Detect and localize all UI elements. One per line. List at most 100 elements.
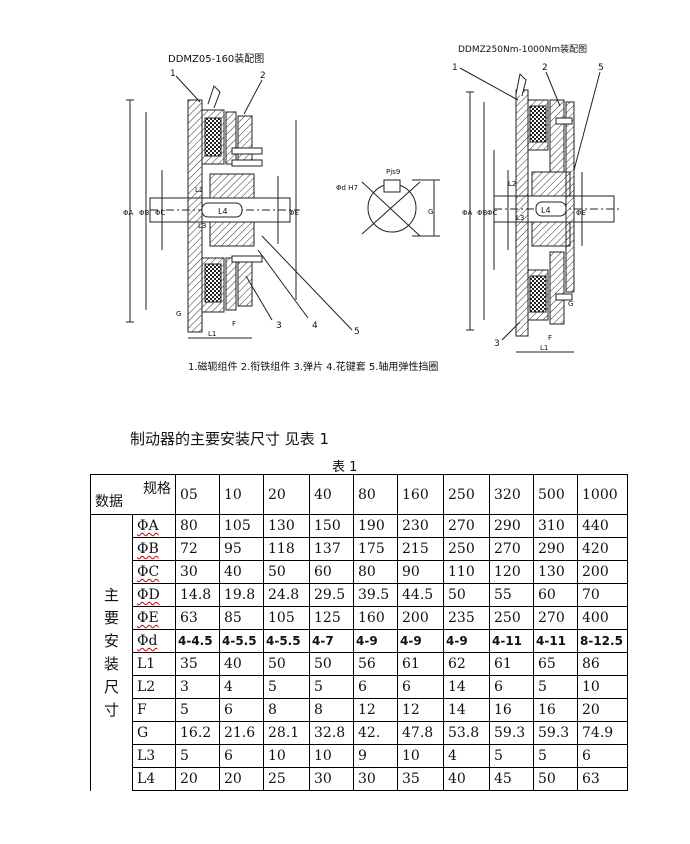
table-cell: 200 — [397, 606, 444, 630]
table-cell: 40 — [219, 652, 264, 676]
dimension-label-text: L1 — [137, 656, 156, 672]
table-cell: 12 — [397, 698, 444, 722]
table-cell: 310 — [533, 514, 578, 538]
table-cell: 5 — [263, 675, 310, 699]
table-cell: 6 — [577, 744, 628, 768]
table-cell: 4-9 — [353, 629, 398, 653]
table-cell: 70 — [577, 583, 628, 607]
table-cell: 74.9 — [577, 721, 628, 745]
table-cell: 110 — [443, 560, 490, 584]
dimension-label: ΦE — [132, 606, 176, 630]
table-cell: 400 — [577, 606, 628, 630]
table-cell: 10 — [577, 675, 628, 699]
dimension-label: L3 — [132, 744, 176, 768]
table-cell: 10 — [263, 744, 310, 768]
part-number-3-right: 3 — [494, 339, 500, 349]
table-cell: 4-5.5 — [263, 629, 310, 653]
spec-header: 160 — [397, 474, 444, 515]
spec-header: 500 — [533, 474, 578, 515]
table-cell: 86 — [577, 652, 628, 676]
dimension-label-text: ΦE — [137, 610, 159, 626]
table-cell: 80 — [175, 514, 220, 538]
table-cell: 47.8 — [397, 721, 444, 745]
svg-text:ΦA: ΦA — [123, 209, 134, 217]
table-cell: 12 — [353, 698, 398, 722]
table-cell: 44.5 — [397, 583, 444, 607]
table-header-row: 规格 数据 05 10 20 40 80 160 250 320 500 100… — [90, 474, 628, 515]
table-cell: 175 — [353, 537, 398, 561]
part-number-2-right: 2 — [542, 63, 548, 73]
table-cell: 16 — [533, 698, 578, 722]
dimension-label: L2 — [132, 675, 176, 699]
table-cell: 62 — [443, 652, 490, 676]
side-label-cell: 尺 — [90, 675, 133, 699]
table-cell: 60 — [309, 560, 354, 584]
table-cell: 10 — [397, 744, 444, 768]
table-cell: 235 — [443, 606, 490, 630]
spec-header: 10 — [219, 474, 264, 515]
part-number-5-right: 5 — [598, 63, 604, 73]
side-label-cell: 装 — [90, 652, 133, 676]
dimension-label-text: ΦC — [137, 564, 160, 580]
table-cell: 16.2 — [175, 721, 220, 745]
corner-label-data: 数据 — [95, 494, 123, 510]
dimension-label: F — [132, 698, 176, 722]
side-label-cell — [90, 560, 133, 584]
table-cell: 8 — [263, 698, 310, 722]
table-cell: 125 — [309, 606, 354, 630]
table-cell: 59.3 — [489, 721, 534, 745]
table-cell: 50 — [309, 652, 354, 676]
table-cell: 80 — [353, 560, 398, 584]
table-cell: 60 — [533, 583, 578, 607]
table-cell: 5 — [175, 698, 220, 722]
table-cell: 118 — [263, 537, 310, 561]
svg-text:L3: L3 — [198, 222, 206, 230]
side-label-cell — [90, 721, 133, 745]
table-cell: 29.5 — [309, 583, 354, 607]
dimension-label-text: ΦD — [137, 587, 160, 603]
table-cell: 59.3 — [533, 721, 578, 745]
table-cell: 42. — [353, 721, 398, 745]
table-cell: 6 — [219, 698, 264, 722]
right-drawing-title: DDMZ250Nm-1000Nm装配图 — [458, 43, 587, 55]
table-cell: 250 — [489, 606, 534, 630]
dimension-label: ΦB — [132, 537, 176, 561]
part-number-5-left: 5 — [354, 327, 360, 337]
spec-header: 320 — [489, 474, 534, 515]
svg-text:L1: L1 — [540, 344, 548, 352]
table-cell: 50 — [263, 560, 310, 584]
side-label-cell — [90, 767, 133, 791]
table-cell: 5 — [489, 744, 534, 768]
table-cell: 130 — [533, 560, 578, 584]
table-cell: 61 — [489, 652, 534, 676]
dimension-label-text: ΦA — [137, 518, 159, 534]
corner-label-spec: 规格 — [143, 481, 171, 497]
svg-text:G: G — [176, 310, 181, 318]
table-cell: 55 — [489, 583, 534, 607]
dimension-label: ΦD — [132, 583, 176, 607]
table-cell: 35 — [175, 652, 220, 676]
dimension-label-text: Φd — [137, 633, 158, 649]
table-cell: 85 — [219, 606, 264, 630]
table-cell: 40 — [219, 560, 264, 584]
svg-text:ΦB: ΦB — [477, 209, 488, 217]
table-cell: 5 — [533, 675, 578, 699]
dimension-label-text: L4 — [137, 771, 156, 787]
table-cell: 3 — [175, 675, 220, 699]
table-cell: 20 — [577, 698, 628, 722]
table-cell: 270 — [533, 606, 578, 630]
table-cell: 50 — [263, 652, 310, 676]
table-cell: 105 — [263, 606, 310, 630]
part-number-1-right: 1 — [452, 63, 458, 73]
svg-text:L3: L3 — [516, 214, 524, 222]
dimension-label: L4 — [132, 767, 176, 791]
table-cell: 4-5.5 — [219, 629, 264, 653]
spec-header: 250 — [443, 474, 490, 515]
table-cell: 19.8 — [219, 583, 264, 607]
table-cell: 290 — [533, 537, 578, 561]
dimension-label: G — [132, 721, 176, 745]
table-cell: 14 — [443, 698, 490, 722]
